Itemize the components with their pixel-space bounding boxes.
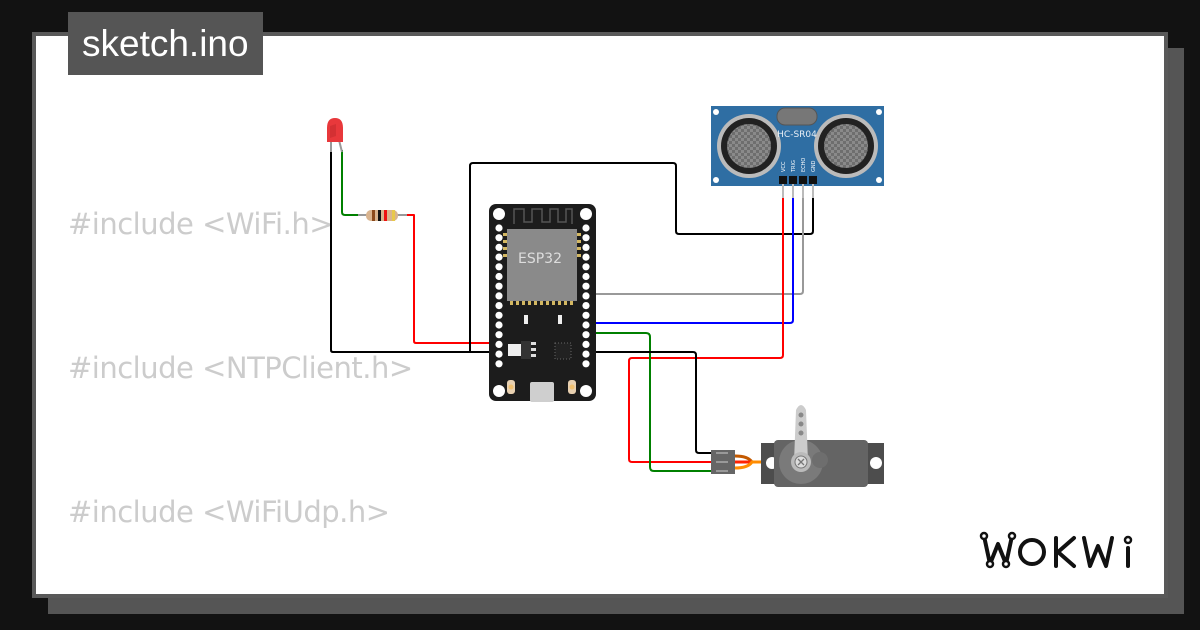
hc-sr04-sensor[interactable]: HC-SR04 VCC TRIG ECHO GND: [711, 106, 884, 198]
header-pin[interactable]: [495, 243, 503, 251]
header-pin[interactable]: [582, 302, 590, 310]
wire-resistor-esp32[interactable]: [405, 214, 494, 344]
header-pin[interactable]: [582, 224, 590, 232]
pin-label-gnd: GND: [811, 160, 817, 172]
header-pin[interactable]: [495, 340, 503, 348]
file-tab-title[interactable]: sketch.ino: [68, 12, 263, 75]
code-line: #include <WiFi.h>: [68, 207, 334, 241]
header-pin[interactable]: [495, 311, 503, 319]
esp32-board[interactable]: ESP32: [489, 204, 596, 402]
header-pin[interactable]: [582, 321, 590, 329]
header-pin[interactable]: [495, 253, 503, 261]
pin-label-vcc: VCC: [781, 161, 787, 172]
ultrasonic-transducer-right: [814, 114, 878, 178]
sensor-label: HC-SR04: [777, 130, 817, 140]
pin-label-echo: ECHO: [801, 158, 807, 172]
header-pin[interactable]: [495, 302, 503, 310]
header-pin[interactable]: [582, 292, 590, 300]
header-pin[interactable]: [582, 350, 590, 358]
code-preview: #include <WiFi.h> #include <NTPClient.h>…: [68, 104, 560, 594]
editor-card: #include <WiFi.h> #include <NTPClient.h>…: [32, 32, 1168, 598]
wokwi-logo: [979, 531, 1133, 569]
wire-led-resistor[interactable]: [341, 150, 360, 216]
esp32-left-pins: [495, 224, 503, 368]
resistor[interactable]: [358, 210, 407, 221]
header-pin[interactable]: [582, 253, 590, 261]
code-line: #include <NTPClient.h>: [68, 351, 413, 385]
wire-ultrasonic-trig[interactable]: [591, 196, 794, 324]
servo-motor[interactable]: [711, 405, 884, 487]
header-pin[interactable]: [495, 292, 503, 300]
header-pin[interactable]: [495, 350, 503, 358]
wire-servo-gnd[interactable]: [591, 351, 712, 454]
esp32-right-pins: [582, 224, 590, 368]
header-pin[interactable]: [582, 331, 590, 339]
header-pin[interactable]: [582, 263, 590, 271]
pin-label-trig: TRIG: [791, 160, 797, 173]
wire-servo-signal[interactable]: [591, 332, 712, 472]
wire-vcc-red[interactable]: [628, 196, 784, 463]
wire-led-gnd[interactable]: [330, 150, 494, 353]
resistor-band: [378, 210, 381, 221]
header-pin[interactable]: [582, 282, 590, 290]
header-pin[interactable]: [582, 311, 590, 319]
code-line: #include <WiFiUdp.h>: [68, 495, 390, 529]
header-pin[interactable]: [582, 360, 590, 368]
header-pin[interactable]: [582, 234, 590, 242]
ultrasonic-transducer-left: [717, 114, 781, 178]
wire-ultrasonic-echo[interactable]: [591, 196, 804, 295]
header-pin[interactable]: [582, 340, 590, 348]
resistor-band: [392, 210, 395, 221]
header-pin[interactable]: [495, 360, 503, 368]
wire-ultrasonic-gnd[interactable]: [469, 162, 814, 352]
header-pin[interactable]: [495, 263, 503, 271]
header-pin[interactable]: [582, 272, 590, 281]
header-pin[interactable]: [495, 321, 503, 329]
resistor-band: [372, 210, 375, 221]
canvas-area: #include <WiFi.h> #include <NTPClient.h>…: [36, 36, 1164, 594]
header-pin[interactable]: [495, 282, 503, 290]
led[interactable]: [327, 118, 343, 153]
header-pin[interactable]: [582, 243, 590, 251]
esp32-module: [507, 229, 577, 301]
header-pin[interactable]: [495, 272, 503, 281]
header-pin[interactable]: [495, 224, 503, 232]
header-pin[interactable]: [495, 234, 503, 242]
resistor-band: [384, 210, 387, 221]
usb-port: [530, 382, 554, 402]
esp32-label: ESP32: [518, 251, 562, 267]
header-pin[interactable]: [495, 331, 503, 339]
